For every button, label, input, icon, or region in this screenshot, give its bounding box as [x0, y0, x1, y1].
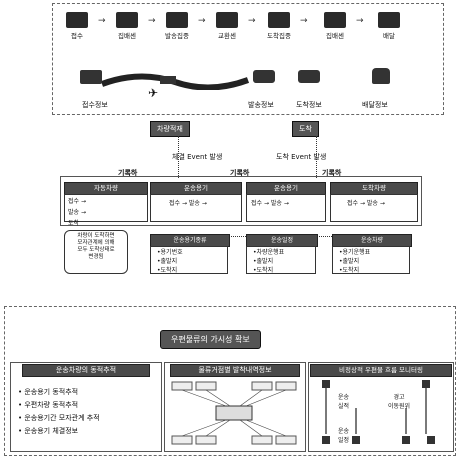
record-label-2: 기록하: [230, 169, 250, 177]
col3-panel: [308, 362, 454, 452]
container-1-line-3: 도착: [68, 220, 80, 227]
station-6: 배달: [372, 12, 406, 40]
tag-loading: 차량적재: [150, 121, 190, 137]
info-label-dispatch: 발송정보: [248, 101, 274, 109]
flow-arrow-icon: →: [356, 16, 364, 26]
event-label-arrival: 도착 Event 발생: [276, 153, 327, 161]
flow-arrow-icon: →: [98, 16, 106, 26]
building-icon: [66, 12, 88, 28]
container-2-line-1: 접수 → 발송 →: [169, 200, 207, 207]
col1-title: 운송차량의 동적추적: [22, 364, 150, 377]
col2-panel: [164, 362, 306, 452]
delivery-person-icon: [378, 12, 400, 28]
station-4: 도착집중: [262, 12, 296, 40]
db-1-item-1: •용기번호: [157, 249, 183, 256]
col1-bullet-4: • 운송용기 체결정보: [18, 427, 79, 435]
airplane-icon: ✈: [148, 86, 159, 100]
db-header-3: 운송차량: [332, 234, 412, 247]
record-label-3: 기록하: [322, 169, 342, 177]
transport-path: [100, 72, 250, 91]
db-body-2: •차량운행표 •출발지 •도착지: [246, 246, 316, 274]
db-2-item-2: •출발지: [253, 258, 274, 265]
db-body-3: •용기운행표 •출발지 •도착지: [332, 246, 410, 274]
bottom-panel: [4, 306, 456, 456]
office-building-icon: [216, 12, 238, 28]
station-0: 접수: [60, 12, 94, 40]
col3-label-3: 운송 일정: [338, 428, 350, 444]
col1-panel: [10, 362, 162, 452]
flow-arrow-icon: →: [248, 16, 256, 26]
van-icon-2: [298, 70, 320, 83]
station-label: 접수: [71, 32, 83, 40]
note-box: 차량이 도착하면 모자관계에 의해 모두 도착상태로 변경됨: [64, 230, 128, 274]
container-body-3: 접수 → 발송 →: [246, 194, 326, 222]
col3-title: 비정상적 우편물 흐름 모니터링: [310, 364, 452, 377]
db-3-item-2: •출발지: [339, 258, 360, 265]
db-1-item-3: •도착지: [157, 267, 178, 274]
station-label: 교환센: [218, 32, 236, 40]
container-1-line-1: 접수 →: [68, 198, 86, 205]
courier-icon: [372, 68, 390, 84]
col1-bullet-3: • 운송용기간 모자관계 추적: [18, 414, 100, 422]
tag-arrival: 도착: [292, 121, 319, 137]
container-3-line-1: 접수 → 발송 →: [251, 200, 289, 207]
db-body-1: •용기번호 •출발지 •도착지: [150, 246, 228, 274]
container-body-4: 접수 → 발송 →: [330, 194, 418, 222]
station-1: 집배센: [110, 12, 144, 40]
station-3: 교환센: [210, 12, 244, 40]
db-3-item-1: •용기운행표: [339, 249, 371, 256]
db-2-item-3: •도착지: [253, 267, 274, 274]
col3-label-1: 운송 실적: [338, 394, 350, 410]
container-body-2: 접수 → 발송 →: [150, 194, 242, 222]
connector-1: [178, 136, 179, 178]
factory-icon: [166, 12, 188, 28]
van-icon: [253, 70, 275, 83]
container-strip: [60, 176, 422, 226]
bottom-title: 우편물류의 가시성 확보: [160, 330, 261, 349]
db-1-item-2: •출발지: [157, 258, 178, 265]
station-label: 도착집중: [267, 32, 291, 40]
truck-small-icon: [80, 70, 102, 84]
col1-bullet-2: • 우편차량 동적추적: [18, 401, 79, 409]
db-2-item-1: •차량운행표: [253, 249, 285, 256]
top-flow-panel: [52, 3, 444, 115]
container-4-line-1: 접수 → 발송 →: [347, 200, 385, 207]
container-body-1: 접수 → 발송 → 도착: [64, 194, 148, 227]
record-label-1: 기록하: [118, 169, 138, 177]
factory-icon: [268, 12, 290, 28]
info-label-receipt: 접수정보: [82, 101, 108, 109]
flow-arrow-icon: →: [148, 16, 156, 26]
station-2: 발송집중: [160, 12, 194, 40]
flow-arrow-icon: →: [198, 16, 206, 26]
truck-icon: [324, 12, 346, 28]
station-label: 집배센: [326, 32, 344, 40]
flow-arrow-icon: →: [300, 16, 308, 26]
col3-label-2: 경고 이동원위: [388, 394, 411, 410]
connector-2: [316, 136, 317, 178]
station-label: 발송집중: [165, 32, 189, 40]
truck-icon: [116, 12, 138, 28]
info-label-delivery: 배달정보: [362, 101, 388, 109]
col1-bullets: • 운송용기 동적추적 • 우편차량 동적추적 • 운송용기간 모자관계 추적 …: [18, 384, 100, 439]
db-3-item-3: •도착지: [339, 267, 360, 274]
col2-network-diagram: [168, 378, 300, 448]
container-1-line-2: 발송 →: [68, 209, 86, 216]
station-5: 집배센: [318, 12, 352, 40]
event-label-loading: 체결 Event 발생: [172, 153, 223, 161]
info-label-arrival: 도착정보: [296, 101, 322, 109]
station-label: 집배센: [118, 32, 136, 40]
col1-bullet-1: • 운송용기 동적추적: [18, 388, 79, 396]
transport-path-icon: [100, 73, 250, 91]
col2-title: 물류거점별 발착내역정보: [170, 364, 300, 377]
station-label: 배달: [383, 32, 395, 40]
col3-monitor-diagram: [312, 378, 448, 448]
